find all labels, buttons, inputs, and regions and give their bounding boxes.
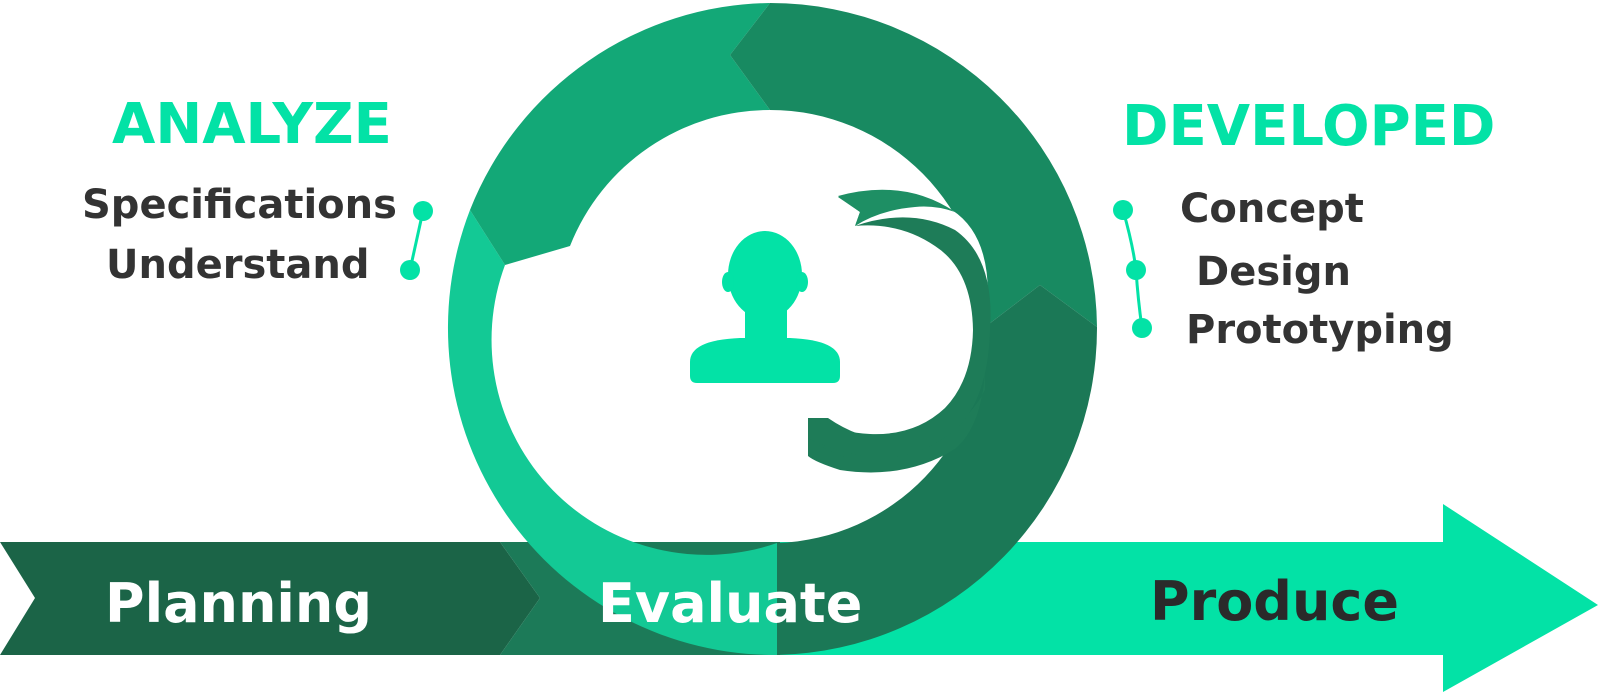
design-item: Design bbox=[1196, 249, 1351, 295]
planning-segment bbox=[0, 542, 540, 655]
inner-arrow-top-body bbox=[851, 222, 985, 330]
ring-segment-top-right bbox=[730, 2, 1097, 327]
person-icon bbox=[690, 231, 840, 383]
left-dot-bottom bbox=[400, 260, 420, 280]
developed-title: DEVELOPED bbox=[1122, 94, 1495, 159]
ring-segment-bottom-right bbox=[777, 285, 1098, 655]
prototyping-item: Prototyping bbox=[1186, 307, 1454, 353]
understand-item: Understand bbox=[106, 242, 369, 288]
right-panel: DEVELOPED Concept Design Prototyping bbox=[1113, 94, 1495, 353]
analyze-title: ANALYZE bbox=[112, 92, 392, 157]
right-dot-2 bbox=[1126, 260, 1146, 280]
concept-item: Concept bbox=[1180, 186, 1364, 232]
left-panel: ANALYZE Specifications Understand bbox=[82, 92, 433, 288]
refresh-arrows bbox=[808, 189, 991, 473]
stage-evaluate: Evaluate bbox=[598, 572, 862, 635]
left-dot-top bbox=[413, 201, 433, 221]
right-dot-1 bbox=[1113, 200, 1133, 220]
ring-segment-left bbox=[447, 210, 777, 656]
right-dot-3 bbox=[1132, 318, 1152, 338]
stage-planning: Planning bbox=[105, 572, 372, 635]
stage-labels: Planning Evaluate Produce bbox=[105, 570, 1399, 635]
stage-produce: Produce bbox=[1150, 570, 1399, 633]
left-connector bbox=[408, 210, 425, 271]
specifications-item: Specifications bbox=[82, 182, 397, 228]
ring-segment-top-left bbox=[470, 3, 770, 265]
